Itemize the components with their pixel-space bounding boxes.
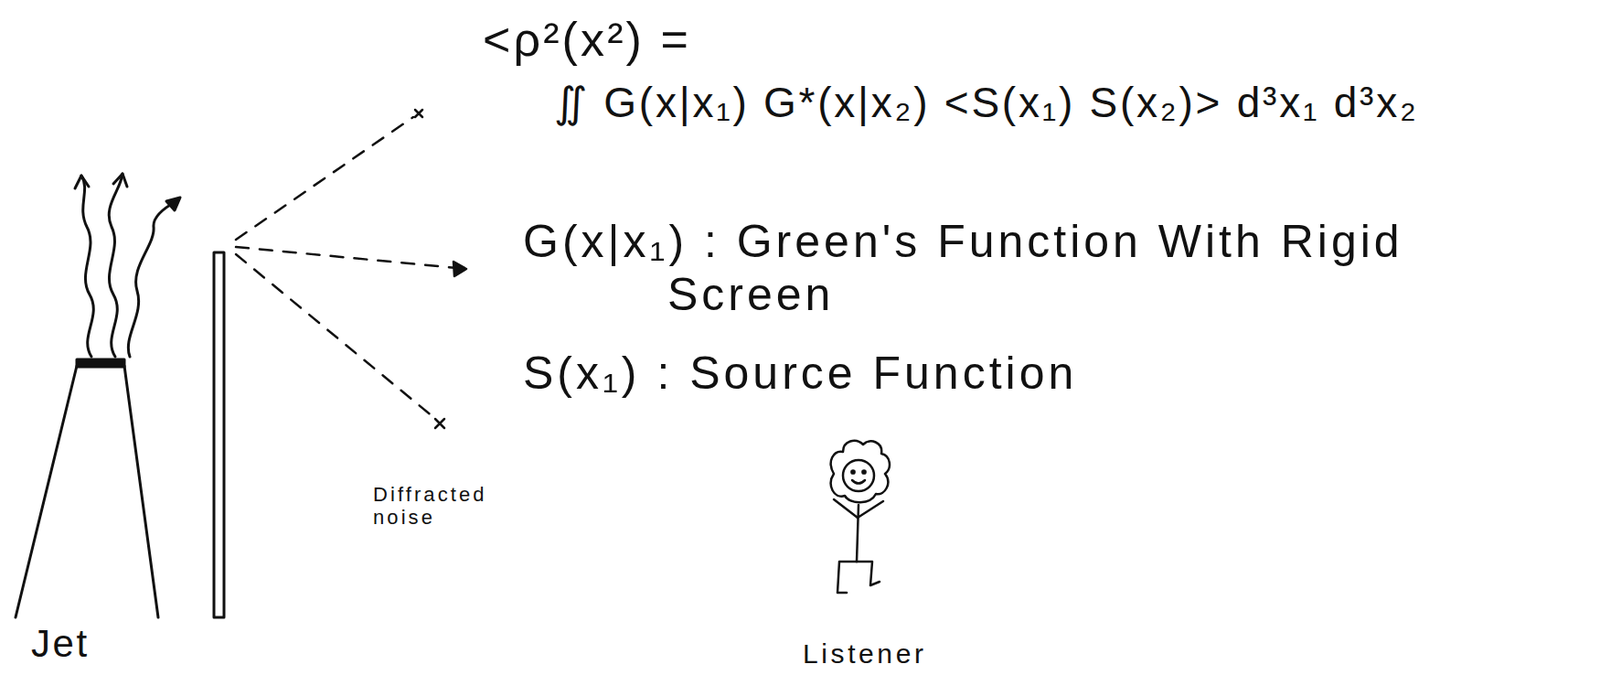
jet-nozzle [15,359,159,618]
plume-arrow [128,201,177,357]
diffracted-rays [235,117,458,417]
equation-rhs: ∬ G(x|x₁) G*(x|x₂) <S(x₁) S(x₂)> d³x₁ d³… [554,78,1419,128]
body [856,504,859,562]
ray [235,117,414,240]
definition-note: S(x₁) : Source Function [522,347,1078,401]
arm [857,501,884,518]
head [842,459,875,491]
ray-end-mark [415,109,423,118]
leg [837,561,857,593]
part-label: Jet [31,621,90,666]
arrow-head [113,173,128,187]
arrow-head [453,261,467,277]
smile [852,480,865,484]
ray [235,254,434,417]
arrow-head [74,175,89,189]
leg [856,561,880,586]
callout-label: Diffracted noise [373,482,511,530]
arrow-head [166,197,181,211]
nozzle-exit [76,359,125,367]
jet-plume [74,173,181,357]
part-label: Listener [802,638,928,671]
ray-end-mark [435,418,445,428]
ray-ends [415,109,467,428]
nozzle-wall [15,365,77,618]
plume-arrow [81,175,94,357]
plume-arrow [108,173,123,357]
rigid-screen [213,252,224,618]
nozzle-wall [124,365,159,618]
arm [833,499,858,518]
curly-hair [831,440,890,502]
ray [235,246,458,268]
eye [851,469,854,473]
definition-note: G(x|x₁) : Green's Function With Rigid Sc… [522,215,1527,321]
equation-lhs: <ρ²(x²) = [482,12,692,68]
listener-figure [831,440,890,593]
eye [862,469,865,473]
